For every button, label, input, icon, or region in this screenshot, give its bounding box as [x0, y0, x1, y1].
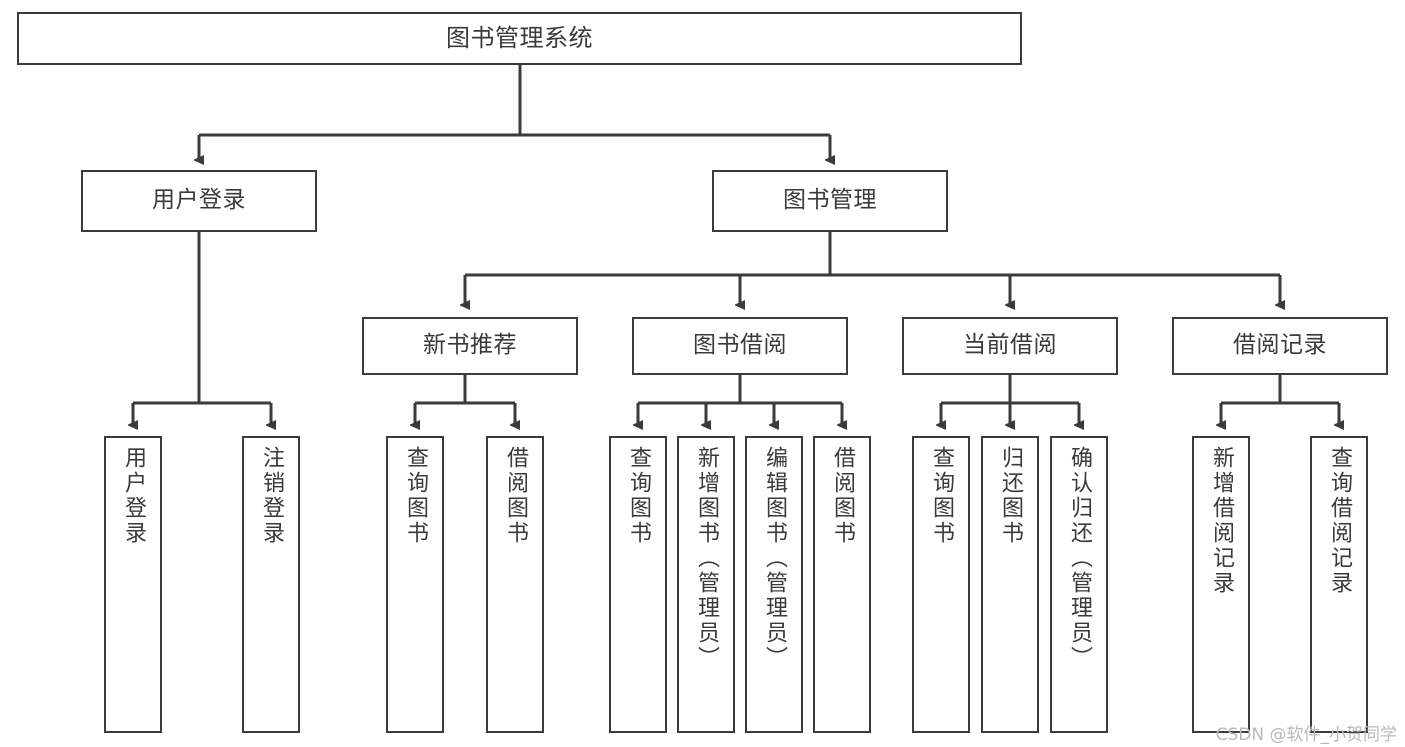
node-user-login[interactable]: 用户登录 — [81, 170, 317, 232]
leaf-borrow-book-1[interactable]: 借阅图书 — [486, 436, 544, 733]
node-user-login-label: 用户登录 — [152, 187, 246, 214]
node-book-borrow-label: 图书借阅 — [693, 332, 787, 359]
node-new-book-recommend-label: 新书推荐 — [423, 332, 517, 359]
leaf-add-record-label: 新增借阅记录 — [1209, 446, 1234, 596]
leaf-borrow-book-2[interactable]: 借阅图书 — [813, 436, 871, 733]
leaf-edit-book[interactable]: 编辑图书（管理员） — [745, 436, 803, 733]
leaf-logout[interactable]: 注销登录 — [242, 436, 300, 733]
leaf-add-book[interactable]: 新增图书（管理员） — [677, 436, 735, 733]
node-root-label: 图书管理系统 — [446, 24, 593, 53]
leaf-user-login-label: 用户登录 — [121, 446, 146, 546]
leaf-query-book-2-label: 查询图书 — [626, 446, 651, 546]
leaf-query-book-2[interactable]: 查询图书 — [609, 436, 667, 733]
leaf-query-record-label: 查询借阅记录 — [1327, 446, 1352, 596]
node-current-borrow-label: 当前借阅 — [963, 332, 1057, 359]
leaf-query-book-3-label: 查询图书 — [929, 446, 954, 546]
leaf-add-book-label: 新增图书（管理员） — [694, 446, 719, 671]
leaf-return-book-label: 归还图书 — [998, 446, 1023, 546]
leaf-query-book-1-label: 查询图书 — [403, 446, 428, 546]
node-borrow-record-label: 借阅记录 — [1233, 332, 1327, 359]
csdn-watermark: CSDN @软件_小贺同学 — [1215, 725, 1397, 745]
leaf-add-record[interactable]: 新增借阅记录 — [1192, 436, 1250, 733]
node-new-book-recommend[interactable]: 新书推荐 — [362, 317, 578, 375]
node-book-management[interactable]: 图书管理 — [712, 170, 948, 232]
leaf-query-record[interactable]: 查询借阅记录 — [1310, 436, 1368, 733]
leaf-borrow-book-1-label: 借阅图书 — [503, 446, 528, 546]
leaf-return-book[interactable]: 归还图书 — [981, 436, 1039, 733]
leaf-confirm-return-label: 确认归还（管理员） — [1067, 446, 1092, 671]
leaf-query-book-1[interactable]: 查询图书 — [386, 436, 444, 733]
node-book-management-label: 图书管理 — [783, 187, 877, 214]
node-borrow-record[interactable]: 借阅记录 — [1172, 317, 1388, 375]
leaf-query-book-3[interactable]: 查询图书 — [912, 436, 970, 733]
node-book-borrow[interactable]: 图书借阅 — [632, 317, 848, 375]
leaf-edit-book-label: 编辑图书（管理员） — [762, 446, 787, 671]
leaf-borrow-book-2-label: 借阅图书 — [830, 446, 855, 546]
node-current-borrow[interactable]: 当前借阅 — [902, 317, 1118, 375]
node-root[interactable]: 图书管理系统 — [17, 12, 1022, 65]
leaf-logout-label: 注销登录 — [259, 446, 284, 546]
leaf-confirm-return[interactable]: 确认归还（管理员） — [1050, 436, 1108, 733]
leaf-user-login[interactable]: 用户登录 — [104, 436, 162, 733]
